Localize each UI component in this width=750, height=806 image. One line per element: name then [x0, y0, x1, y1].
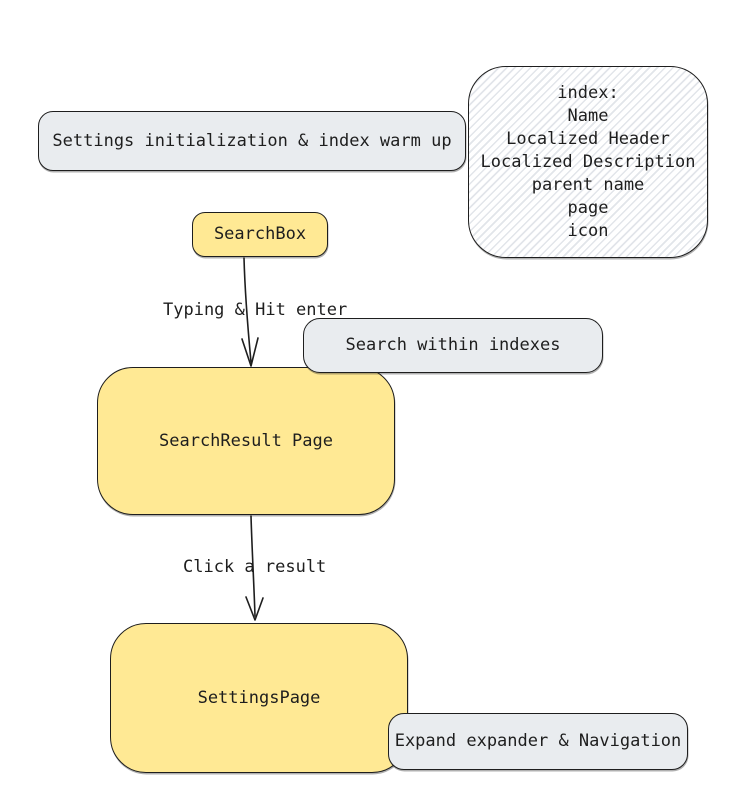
index-field-line: Localized Description: [480, 151, 696, 172]
edge-label-typing-hit-enter: Typing & Hit enter: [163, 300, 348, 320]
index-field-line: icon: [567, 220, 609, 241]
settings-initialization-node: Settings initialization & index warm up: [38, 111, 466, 171]
index-field-line: parent name: [531, 174, 645, 195]
search-within-indexes-label: Search within indexes: [345, 335, 561, 355]
arrow-searchresult-to-settingspage: [245, 515, 264, 621]
index-field-line: page: [567, 197, 609, 218]
expand-expander-navigation-label: Expand expander & Navigation: [394, 731, 682, 751]
searchbox-node: SearchBox: [192, 212, 328, 257]
index-fields-list: index: Name Localized Header Localized D…: [481, 82, 696, 243]
search-within-indexes-node: Search within indexes: [303, 318, 603, 373]
settingspage-node: SettingsPage: [110, 623, 408, 773]
settingspage-label: SettingsPage: [197, 687, 321, 708]
settings-initialization-label: Settings initialization & index warm up: [52, 130, 452, 151]
index-field-line: index:: [557, 82, 619, 103]
expand-expander-navigation-node: Expand expander & Navigation: [388, 713, 688, 770]
searchresult-page-label: SearchResult Page: [159, 430, 333, 451]
edge-label-click-a-result: Click a result: [183, 557, 327, 577]
index-field-line: Name: [567, 105, 609, 126]
index-fields-note: index: Name Localized Header Localized D…: [468, 66, 708, 258]
searchbox-label: SearchBox: [213, 224, 307, 244]
arrow-searchbox-to-searchresult: [241, 257, 259, 367]
searchresult-page-node: SearchResult Page: [97, 367, 395, 515]
index-field-line: Localized Header: [506, 128, 670, 149]
